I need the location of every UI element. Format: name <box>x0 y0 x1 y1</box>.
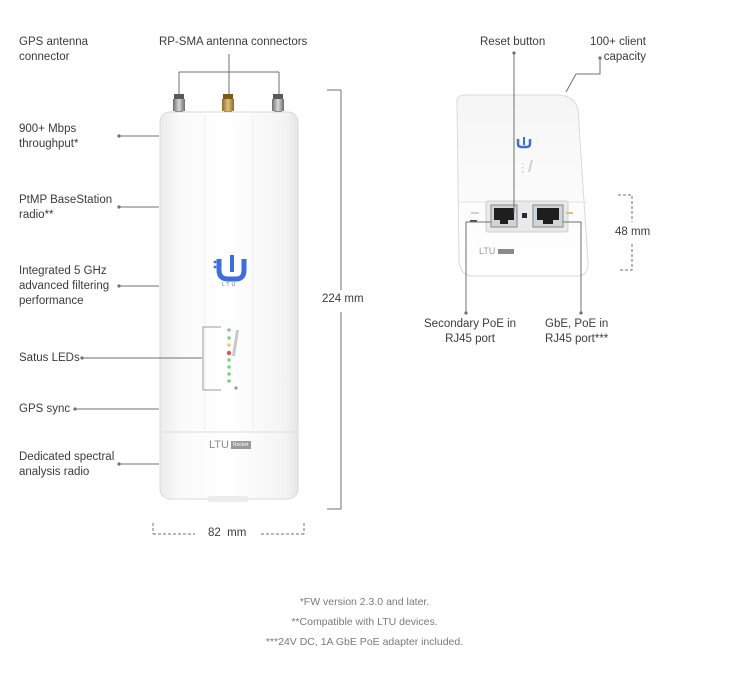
label-ptmp: PtMP BaseStation radio** <box>19 194 113 221</box>
ubiquiti-logo-small-icon <box>516 137 532 149</box>
reset-button-hole <box>522 213 527 218</box>
connector-rpsma-1 <box>222 94 234 114</box>
footnote-3: ***24V DC, 1A GbE PoE adapter included. <box>265 636 464 648</box>
dimension-height: 224 mm <box>320 293 366 305</box>
label-gps-sync: GPS sync <box>19 403 71 415</box>
rj45-port-secondary <box>490 204 518 228</box>
label-spectral: Dedicated spectral analysis radio <box>19 451 115 478</box>
footnote-1: *FW version 2.3.0 and later. <box>299 596 430 608</box>
footnote-2: **Compatible with LTU devices. <box>291 616 438 628</box>
label-rp-sma: RP-SMA antenna connectors <box>159 36 308 48</box>
label-throughput: 900+ Mbps throughput* <box>19 123 79 150</box>
label-secondary-poe: Secondary PoE in RJ45 port <box>424 318 517 345</box>
dimension-width: 82 mm <box>206 527 249 539</box>
dimension-depth: 48 mm <box>613 226 653 238</box>
label-gbe-poe: GbE, PoE in RJ45 port*** <box>545 318 609 345</box>
ubiquiti-logo-icon <box>213 255 247 282</box>
leader-lines <box>75 53 633 535</box>
device-logo-small: LTU <box>222 282 238 288</box>
back-ltu-text: LTU <box>479 246 496 256</box>
connector-rpsma-2 <box>272 94 284 114</box>
label-gps-antenna: GPS antenna connector <box>19 36 89 63</box>
device-back-body <box>456 94 589 277</box>
device-back-ltu-logo: LTU <box>479 246 495 256</box>
rocket-badge: Rocket <box>230 441 251 450</box>
label-client-capacity: 100+ client capacity <box>590 36 646 63</box>
ltu-text: LTU <box>209 439 229 451</box>
connector-gps <box>173 94 185 114</box>
led-bracket <box>202 326 221 391</box>
label-reset-button: Reset button <box>480 36 546 48</box>
rj45-port-gbe <box>532 204 564 228</box>
label-filtering: Integrated 5 GHz advanced filtering perf… <box>19 265 110 307</box>
status-led-panel <box>226 328 239 390</box>
label-status-leds: Satus LEDs <box>19 352 80 364</box>
